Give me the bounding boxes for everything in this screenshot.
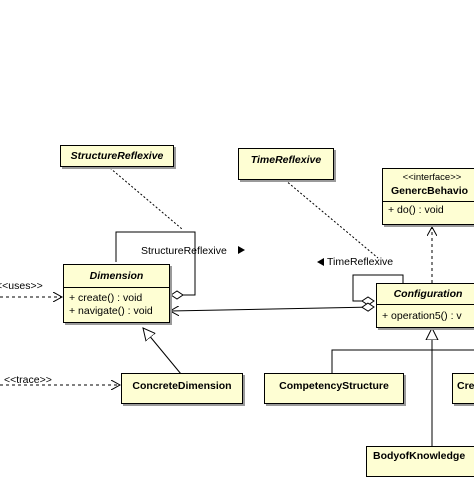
operation: + operation5() : v — [382, 310, 462, 322]
class-structure-reflexive[interactable]: StructureReflexive — [60, 145, 174, 167]
class-name: Configuration — [393, 288, 463, 300]
class-name: BodyofKnowledge — [373, 450, 466, 462]
stereotype-label: <<interface>> — [402, 172, 462, 183]
operations-section: + create() : void + navigate() : void — [64, 287, 169, 320]
concrete-dimension-generalization — [143, 328, 182, 375]
class-name: Cre — [457, 380, 474, 392]
configuration-self-association — [352, 274, 404, 306]
class-name: TimeReflexive — [250, 154, 322, 166]
interface-generic-behavior[interactable]: <<interface>> GenercBehavio + do() : voi… — [382, 168, 474, 225]
class-cre-partial[interactable]: Cre — [452, 373, 474, 404]
class-concrete-dimension[interactable]: ConcreteDimension — [121, 373, 243, 404]
class-dimension[interactable]: Dimension + create() : void + navigate()… — [63, 264, 170, 323]
uses-label: <<uses>> — [0, 280, 43, 292]
class-name: GenercBehavio — [391, 185, 469, 197]
class-configuration[interactable]: Configuration + operation5() : v — [376, 283, 474, 328]
structure-reflexive-label: StructureReflexive — [141, 245, 227, 257]
class-competency-structure[interactable]: CompetencyStructure — [264, 373, 404, 404]
operation: + create() : void — [69, 292, 143, 304]
operations-section: + do() : void — [383, 201, 474, 219]
operations-section: + operation5() : v — [377, 304, 474, 325]
dimension-self-association — [115, 231, 196, 300]
class-name: StructureReflexive — [70, 150, 164, 162]
class-name: Dimension — [89, 270, 144, 282]
class-name: ConcreteDimension — [132, 380, 232, 392]
configuration-dimension-association — [170, 307, 374, 311]
operation: + navigate() : void — [69, 305, 153, 317]
right-triangle-icon — [238, 246, 245, 254]
class-body-of-knowledge[interactable]: BodyofKnowledge — [366, 446, 474, 477]
class-name: CompetencyStructure — [279, 380, 389, 392]
class-time-reflexive[interactable]: TimeReflexive — [238, 148, 334, 180]
generalization-tree — [331, 349, 474, 373]
time-reflexive-link — [284, 179, 379, 259]
time-reflexive-label: TimeReflexive — [327, 256, 394, 268]
trace-label: <<trace>> — [4, 374, 52, 386]
left-triangle-icon — [317, 258, 324, 266]
structure-reflexive-link — [109, 167, 183, 230]
operation: + do() : void — [388, 204, 444, 216]
